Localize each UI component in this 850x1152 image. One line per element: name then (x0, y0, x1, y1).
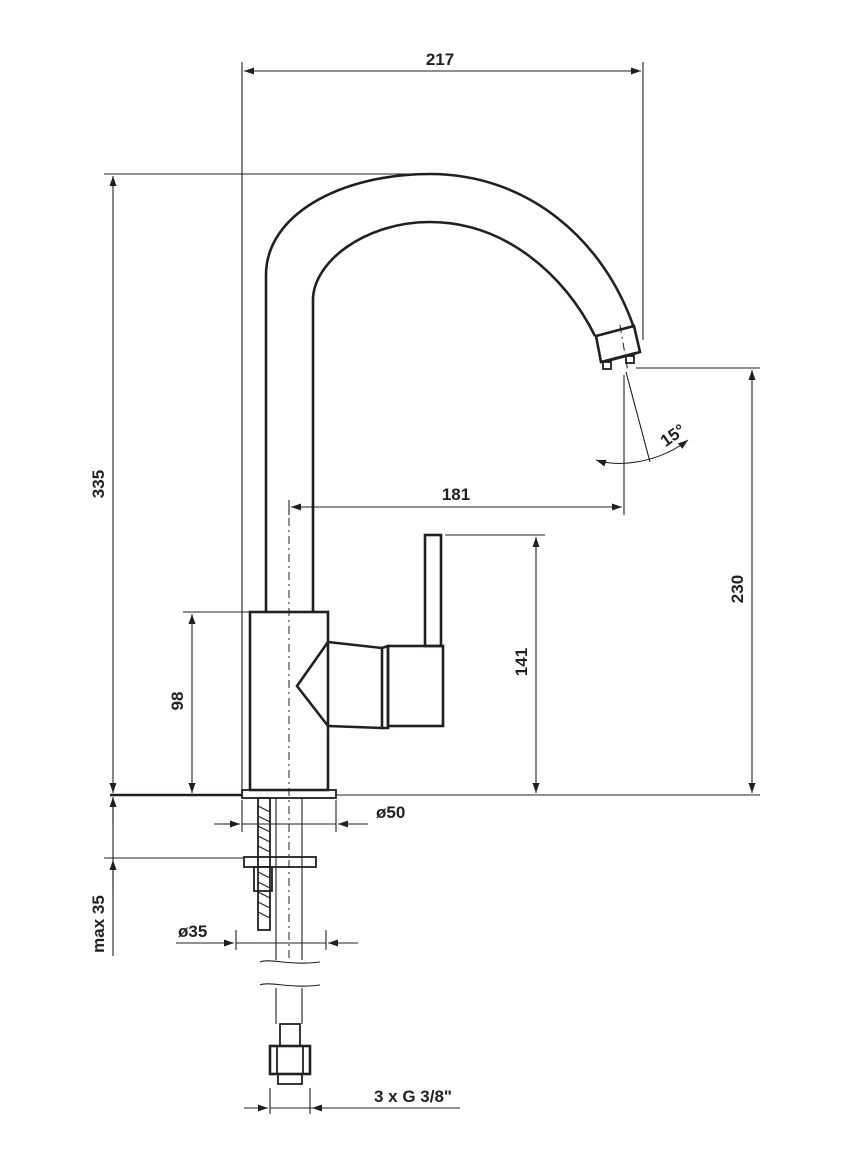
dimension-connection: 3 x G 3/8" (244, 1087, 460, 1114)
faucet-body (248, 500, 445, 960)
faucet-base (110, 789, 337, 799)
label-max-thickness: max 35 (89, 895, 108, 953)
label-base-diameter: ø50 (376, 803, 405, 822)
mounting-stud (243, 797, 317, 960)
faucet-spout (264, 172, 642, 612)
label-angle: 15° (657, 420, 689, 450)
dimension-hole-diameter: ø35 (176, 922, 358, 950)
dimension-angle: 15° (595, 371, 689, 467)
supply-hose (259, 960, 321, 1085)
label-spout-height: 230 (728, 575, 747, 603)
dimension-base-diameter: ø50 (214, 800, 405, 832)
dimension-max-thickness: max 35 (89, 797, 244, 956)
label-spout-reach: 181 (442, 485, 470, 504)
dimension-height-total: 335 (89, 173, 432, 793)
dimension-spout-reach: 181 (288, 375, 625, 515)
dimension-spout-height: 230 (336, 367, 760, 796)
label-lever-height: 141 (512, 648, 531, 676)
label-hole-diameter: ø35 (178, 922, 207, 941)
dimension-body-height: 98 (168, 611, 250, 793)
label-width-total: 217 (426, 50, 454, 69)
label-body-height: 98 (168, 692, 187, 711)
label-height-total: 335 (89, 470, 108, 498)
label-connection: 3 x G 3/8" (374, 1087, 452, 1106)
dimension-lever-height: 141 (445, 534, 545, 793)
dimension-width-total: 217 (241, 50, 644, 790)
